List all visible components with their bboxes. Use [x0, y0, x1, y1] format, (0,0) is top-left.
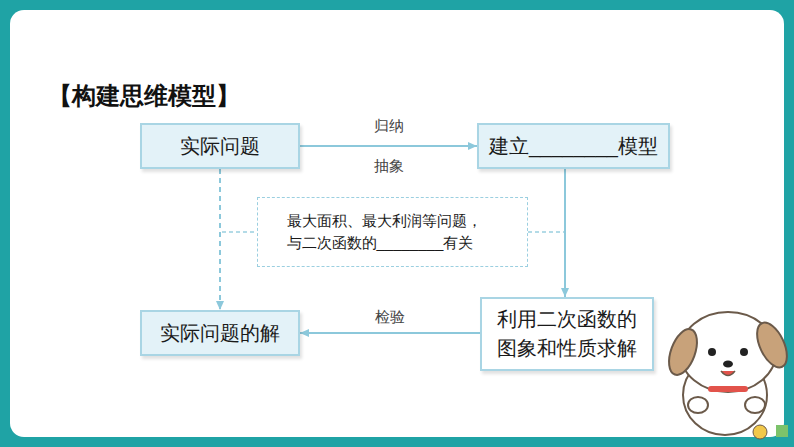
- flow-arrow: [219, 169, 221, 310]
- process-box: 利用二次函数的 图象和性质求解: [480, 297, 654, 371]
- node-text: 利用二次函数的 图象和性质求解: [492, 305, 642, 363]
- process-box: 实际问题: [140, 123, 300, 169]
- note-box: 最大面积、最大利润等问题， 与二次函数的________有关: [257, 197, 528, 267]
- process-box: 实际问题的解: [140, 310, 300, 356]
- process-box: 建立________模型: [477, 123, 670, 169]
- dog-illustration: [664, 312, 794, 439]
- flow-arrow: [300, 332, 480, 334]
- slide-title: 【构建思维模型】: [48, 80, 240, 112]
- flow-arrow: [300, 145, 477, 147]
- node-text: 最大面积、最大利润等问题， 与二次函数的________有关: [287, 210, 499, 254]
- node-text: 实际问题: [180, 132, 260, 161]
- node-text: 实际问题的解: [160, 319, 280, 348]
- flow-arrow: [564, 169, 566, 297]
- node-text: 建立________模型: [489, 132, 658, 161]
- edge-label: 归纳 抽象: [372, 106, 405, 186]
- edge-label: 检验: [375, 308, 405, 327]
